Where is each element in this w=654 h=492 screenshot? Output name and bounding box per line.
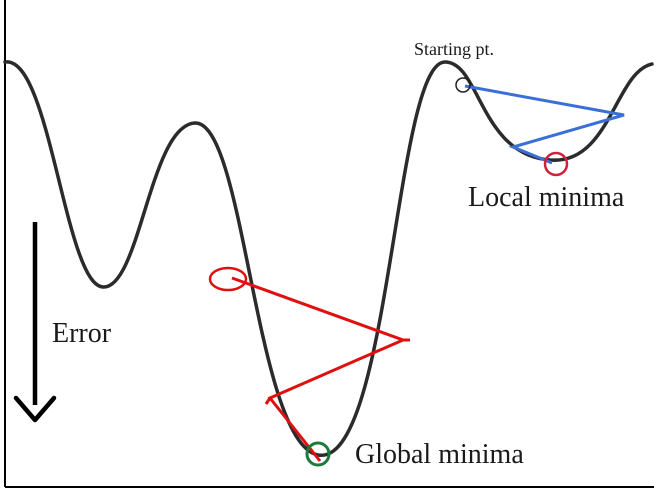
error-curve xyxy=(3,60,654,457)
error-label: Error xyxy=(52,318,112,349)
local-descent-path xyxy=(464,84,625,165)
global-minima-label: Global minima xyxy=(355,439,524,470)
global-minima-marker xyxy=(305,441,331,467)
global-descent-path xyxy=(231,276,408,462)
local-minima-label: Local minima xyxy=(468,182,625,213)
starting-point-label: Starting pt. xyxy=(414,39,494,59)
global-start-marker xyxy=(208,266,248,292)
local-minima-marker xyxy=(543,151,569,177)
starting-point-marker xyxy=(455,77,471,93)
error-arrow-head-icon xyxy=(13,395,57,423)
global-descent-start-tick xyxy=(264,397,272,405)
